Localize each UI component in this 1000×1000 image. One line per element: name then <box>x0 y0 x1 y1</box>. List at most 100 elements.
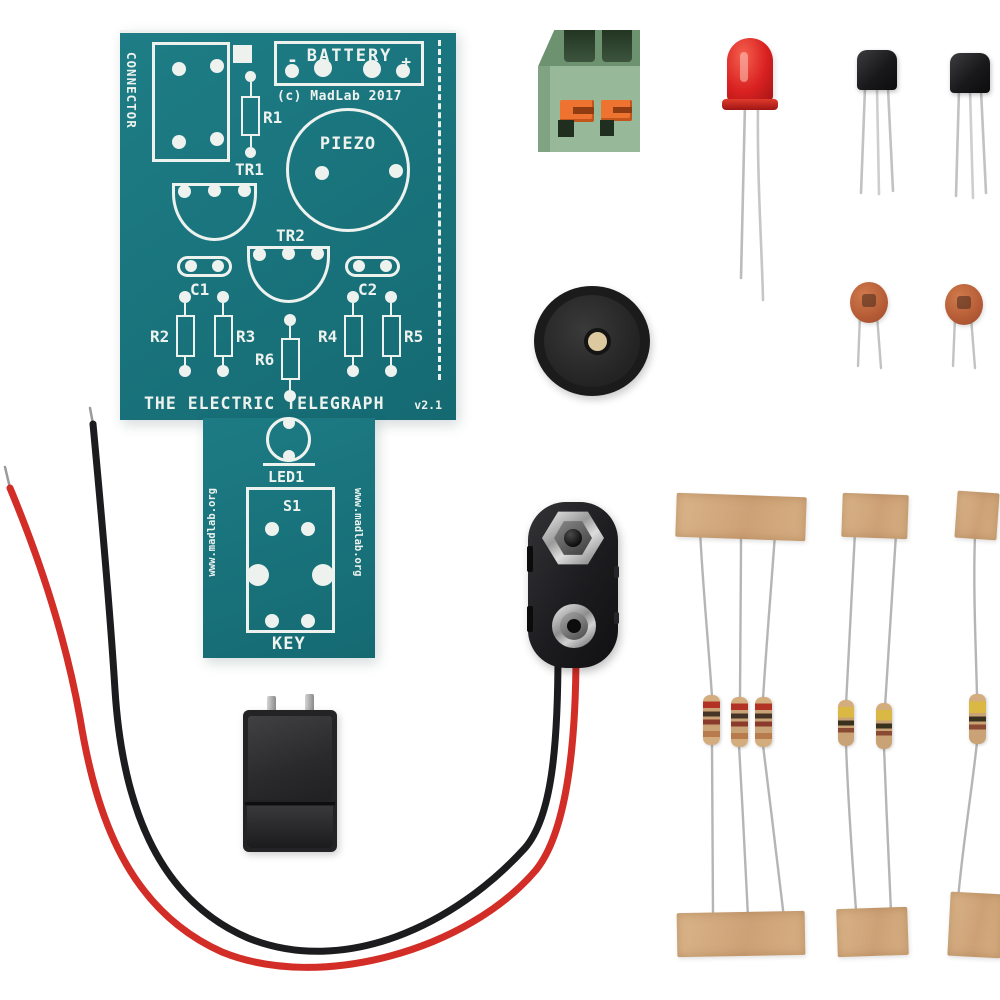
r1-label: R1 <box>263 108 283 127</box>
battery-hole <box>396 64 410 78</box>
bundle2-lead-bottom-2 <box>882 745 893 914</box>
bundle2-lead-top-2 <box>883 532 898 709</box>
r5-lead-line <box>390 303 392 315</box>
battery-clip-side-notch <box>527 546 533 572</box>
r3-lead-line <box>222 303 224 315</box>
r1-lead-line <box>250 82 252 96</box>
resistor <box>876 703 892 749</box>
r3-hole <box>217 291 229 303</box>
cap1-lead-right <box>875 313 883 370</box>
connector-hole <box>210 132 224 146</box>
bundle1-lead-bottom-2 <box>737 743 750 919</box>
button-pin <box>305 694 314 716</box>
button-skirt <box>247 806 333 848</box>
capacitor-marking <box>862 294 876 307</box>
r5-outline <box>382 315 401 357</box>
r3-outline <box>214 315 233 357</box>
piezo-outline <box>286 108 410 232</box>
r5-label: R5 <box>404 327 424 346</box>
led1-hole <box>283 450 295 462</box>
tr2-label: TR2 <box>276 226 305 245</box>
r3-label: R3 <box>236 327 256 346</box>
tr1-hole <box>178 185 191 198</box>
r5-hole <box>385 291 397 303</box>
r6-label: R6 <box>255 350 275 369</box>
c2-hole <box>353 260 365 272</box>
button-groove <box>245 802 335 805</box>
r3-lead-line <box>222 357 224 366</box>
battery-clip-side-bump <box>614 612 619 624</box>
led1-label: LED1 <box>268 468 305 486</box>
r1-lead-line <box>250 136 252 147</box>
bundle3-bottom-tape <box>947 891 1000 959</box>
capacitor-marking <box>957 296 971 309</box>
r4-lead-line <box>352 303 354 315</box>
r4-lead-line <box>352 357 354 366</box>
terminal-lever-slot <box>613 107 632 113</box>
ceramic-capacitor-1 <box>850 282 888 323</box>
s1-hole <box>265 614 279 628</box>
pcb-top-edge-line <box>120 30 456 33</box>
r4-hole <box>347 365 359 377</box>
piezo-disc <box>534 286 650 396</box>
c2-outline <box>345 256 400 277</box>
s1-label: S1 <box>283 497 302 515</box>
c1-outline <box>177 256 232 277</box>
led-lead-left <box>739 102 747 280</box>
r2-label: R2 <box>150 327 170 346</box>
terminal-block-cavity <box>602 30 632 62</box>
bundle2-top-tape <box>841 492 909 540</box>
bundle3-top-tape <box>954 490 1000 541</box>
r1-hole <box>245 71 256 82</box>
connector-outline <box>152 42 230 162</box>
copyright-label: (c) MadLab 2017 <box>277 89 402 104</box>
battery-snap-male <box>552 604 596 648</box>
tr2-hole <box>282 247 295 260</box>
connector-hole <box>172 62 186 76</box>
cap1-lead-left <box>856 313 862 368</box>
battery-hole <box>285 64 299 78</box>
piezo-hole <box>389 164 403 178</box>
piezo-hole <box>315 166 329 180</box>
black-wire <box>89 420 562 955</box>
s1-hole <box>265 522 279 536</box>
s1-hole <box>247 564 269 586</box>
red-led-flange <box>722 99 778 110</box>
battery-plus-label: + <box>401 52 411 71</box>
led1-flat-line <box>263 463 315 466</box>
c1-hole <box>212 260 224 272</box>
bundle2-bottom-tape <box>836 906 909 958</box>
push-button <box>243 694 337 852</box>
r3-hole <box>217 365 229 377</box>
bundle1-lead-bottom-1 <box>710 741 715 918</box>
terminal-lever-slot <box>573 107 594 114</box>
connector-hole <box>210 59 224 73</box>
s1-hole <box>301 522 315 536</box>
r6-outline <box>281 338 300 380</box>
r5-lead-line <box>390 357 392 366</box>
r2-hole <box>179 291 191 303</box>
cap2-lead-right <box>969 315 977 370</box>
transistor2-lead-2 <box>968 88 975 200</box>
led-highlight <box>740 52 748 82</box>
silk-square-pad <box>233 45 252 63</box>
pcb-title-row: THE ELECTRIC TELEGRAPH v2.1 <box>144 394 442 413</box>
bundle1-top-tape <box>675 492 807 542</box>
red-wire <box>6 484 580 971</box>
r6-hole <box>284 314 296 326</box>
url-left-label: www.madlab.org <box>206 488 218 577</box>
led1-hole <box>283 417 295 429</box>
connector-hole <box>172 135 186 149</box>
resistor <box>703 695 720 745</box>
r1-hole <box>245 147 256 158</box>
bundle2-lead-bottom-1 <box>844 742 858 912</box>
r2-outline <box>176 315 195 357</box>
battery-clip-side-notch <box>527 606 533 632</box>
tr1-hole <box>238 184 251 197</box>
bundle1-lead-top-1 <box>698 528 714 699</box>
tr1-hole <box>208 184 221 197</box>
terminal-block <box>538 30 640 152</box>
bundle3-lead-bottom <box>956 740 979 902</box>
